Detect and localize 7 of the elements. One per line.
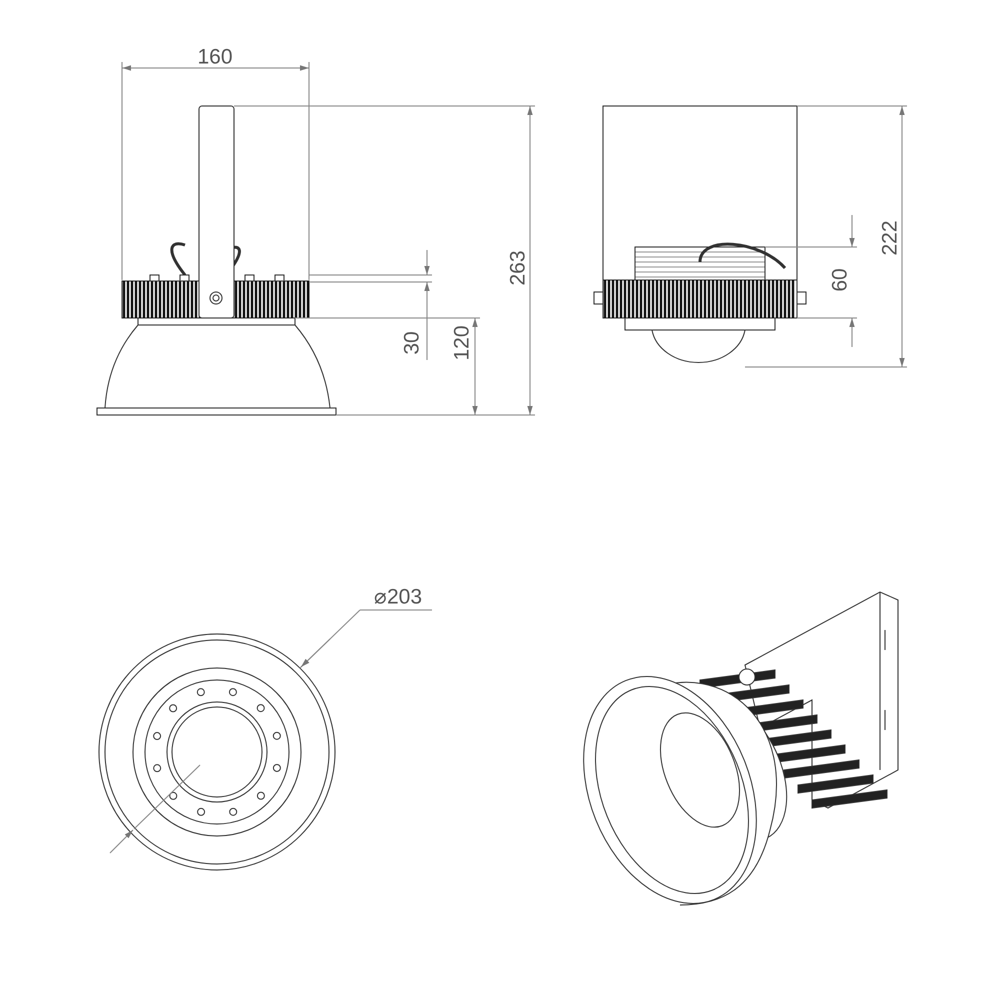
dimension-value: 120 <box>452 325 472 361</box>
dimension-value: 263 <box>508 250 528 286</box>
dimension-value: 30 <box>402 331 422 355</box>
dimension-value: 160 <box>197 46 233 68</box>
dimension-value: 222 <box>880 220 900 256</box>
dimension-value: 60 <box>830 268 850 292</box>
dimension-value: ⌀203 <box>374 586 422 608</box>
